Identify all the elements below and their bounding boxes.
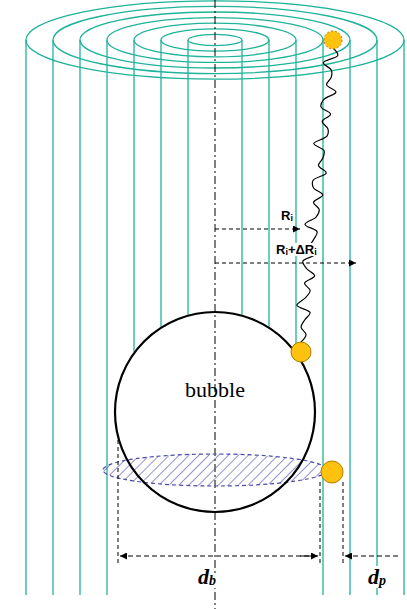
particle (321, 461, 343, 483)
dimension-subscript: b (209, 574, 216, 588)
extension-line (118, 440, 119, 566)
radius-label: +ΔR (288, 243, 314, 256)
dimension-label: d (198, 566, 209, 588)
dimension-line (345, 556, 398, 557)
radius-arrow (215, 263, 356, 264)
extension-line (343, 482, 344, 566)
dimension-line (300, 556, 318, 557)
node-label: bubble (185, 377, 245, 403)
radius-arrow (215, 229, 300, 230)
streamline-line (106, 40, 107, 595)
dimension-subscript: p (379, 574, 386, 588)
streamline-line (79, 40, 80, 595)
bubble-outline (114, 311, 316, 513)
streamline-line (376, 40, 377, 595)
streamline-line (133, 40, 134, 352)
streamline-line (268, 40, 269, 327)
streamline-line (25, 40, 26, 595)
streamline-line (403, 40, 404, 595)
streamline-line (187, 40, 188, 315)
dimension-line (120, 556, 318, 557)
extension-line (320, 482, 321, 566)
bubble-outline (115, 312, 315, 512)
particle (324, 31, 342, 49)
radius-label: R (276, 243, 285, 256)
streamline-line (241, 40, 242, 315)
streamline-line (52, 40, 53, 595)
axis-line (215, 0, 216, 609)
particle-path (297, 48, 338, 342)
radius-label: R (281, 209, 290, 222)
radius-subscript: i (290, 214, 293, 223)
radius-subscript: i (314, 248, 317, 257)
streamline-line (160, 40, 161, 327)
dimension-label: d (368, 566, 379, 588)
streamline-line (349, 40, 350, 595)
cross-section (103, 454, 327, 486)
bubble-circle: bubble (114, 311, 316, 513)
particle (291, 342, 311, 362)
